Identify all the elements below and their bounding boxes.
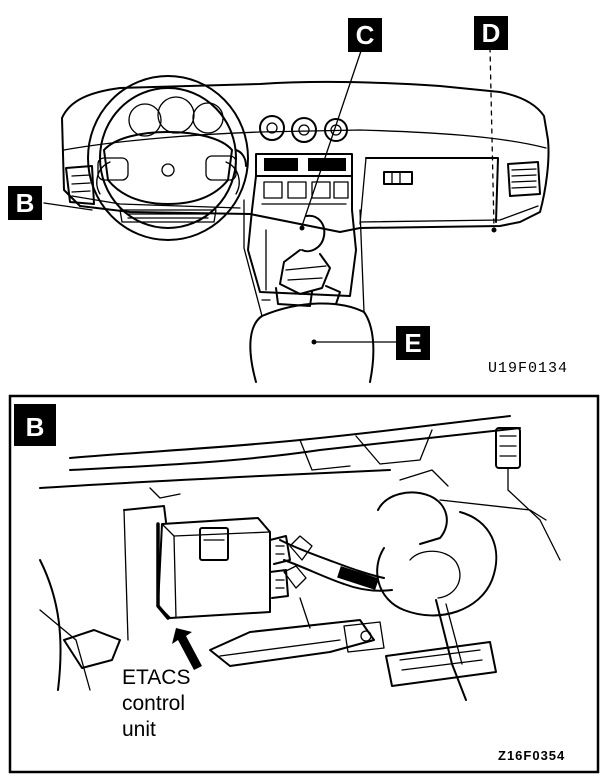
under-dash-illustration: [39, 415, 561, 701]
label-tag-d: D: [474, 16, 508, 50]
label-b-detail-text: B: [26, 412, 45, 442]
label-tag-b-detail: B: [14, 404, 56, 446]
dashboard-illustration: [61, 75, 550, 383]
detail-figure-code: Z16F0354: [498, 748, 565, 763]
label-b-top-text: B: [16, 188, 35, 218]
label-tag-e: E: [396, 326, 430, 360]
detail-frame: [8, 394, 600, 774]
etacs-arrow: [172, 628, 202, 670]
label-tag-b-top: B: [8, 186, 42, 220]
label-tag-c: C: [348, 18, 382, 52]
label-e-text: E: [404, 328, 421, 358]
callout-line-1: ETACS: [122, 666, 190, 689]
callout-line-3: unit: [122, 718, 156, 741]
callout-line-2: control: [122, 692, 185, 715]
label-d-text: D: [482, 18, 501, 48]
top-figure-code: U19F0134: [488, 360, 568, 377]
label-c-text: C: [356, 20, 375, 50]
leader-lines: [43, 47, 497, 345]
